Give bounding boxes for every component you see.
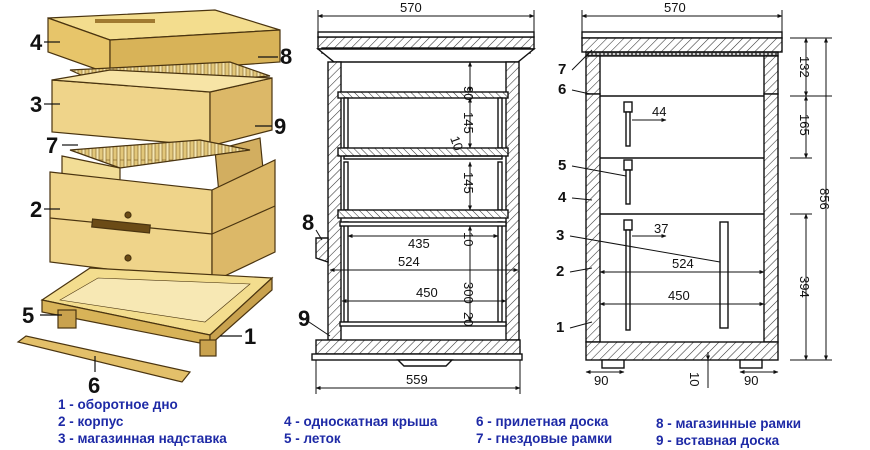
dim-section-524: 524 [398, 254, 420, 269]
side-label-7: 7 [558, 61, 566, 78]
legend-item-8: 8 - магазинные рамки [656, 416, 802, 431]
dim-section-559: 559 [406, 372, 428, 387]
dim-section-435: 435 [408, 236, 430, 251]
dim-section-145b: 145 [461, 172, 476, 194]
dim-section-20: 20 [461, 312, 476, 326]
dim-section-10b: 10 [461, 232, 476, 246]
dim-section-90: 90 [461, 86, 476, 100]
dim-section-450: 450 [416, 285, 438, 300]
hive-label-3: 3 [30, 92, 42, 117]
side-label-3: 3 [556, 227, 564, 244]
hive-label-9: 9 [274, 114, 286, 139]
side-label-4: 4 [558, 189, 567, 206]
legend-item-3: 3 - магазинная надставка [58, 431, 227, 446]
body-side [211, 159, 276, 283]
dim-section-300: 300 [461, 282, 476, 304]
dim-side-10: 10 [687, 372, 702, 386]
legend-col-3: 6 - прилетная доска 7 - гнездовые рамки [476, 413, 612, 447]
dim-side-90a: 90 [594, 373, 608, 388]
legend-col-2: 4 - односкатная крыша 5 - леток [284, 413, 437, 447]
section-label-9: 9 [298, 306, 310, 331]
roof-side [109, 29, 281, 75]
side-label-1: 1 [556, 319, 564, 336]
legend-item-9: 9 - вставная доска [656, 433, 780, 448]
entrance [91, 218, 151, 234]
dim-section-145a: 145 [461, 112, 476, 134]
legend-item-7: 7 - гнездовые рамки [476, 431, 613, 446]
dim-side-165: 165 [797, 114, 812, 136]
dim-side-132: 132 [797, 56, 812, 78]
hive-label-2: 2 [30, 197, 42, 222]
dim-side-37: 37 [654, 221, 668, 236]
hive-label-6: 6 [88, 373, 100, 398]
side-label-5: 5 [558, 157, 566, 174]
legend-item-4: 4 - односкатная крыша [284, 414, 438, 429]
dim-side-90b: 90 [744, 373, 758, 388]
hive-label-7: 7 [46, 133, 58, 158]
section-dimension-lines [299, 10, 535, 394]
dim-side-394: 394 [797, 276, 812, 298]
side-drawing [581, 31, 783, 369]
hive-label-5: 5 [22, 303, 34, 328]
side-dimension-lines [569, 10, 832, 388]
dim-side-856: 856 [817, 188, 832, 210]
legend-col-4: 8 - магазинные рамки 9 - вставная доска [656, 415, 801, 449]
section-label-8: 8 [302, 210, 314, 235]
section-drawing [311, 31, 536, 367]
legend-item-1: 1 - оборотное дно [58, 397, 178, 412]
dim-section-10a: 10 [447, 134, 466, 153]
dim-section-width: 570 [400, 0, 422, 15]
hive-callouts [40, 41, 278, 372]
legend-item-2: 2 - корпус [58, 414, 124, 429]
dim-side-450: 450 [668, 288, 690, 303]
legend-col-1: 1 - оборотное дно 2 - корпус 3 - магазин… [58, 396, 227, 447]
dim-side-44: 44 [652, 104, 666, 119]
hive-illustration [16, 9, 281, 383]
dim-side-524: 524 [672, 256, 694, 271]
legend-item-6: 6 - прилетная доска [476, 414, 609, 429]
dim-side-width: 570 [664, 0, 686, 15]
side-label-2: 2 [556, 263, 564, 280]
side-label-6: 6 [558, 81, 566, 98]
hive-label-8: 8 [280, 44, 292, 69]
landing-board [16, 335, 192, 383]
brood-frames [69, 139, 251, 169]
legend-item-5: 5 - леток [284, 431, 341, 446]
hive-label-1: 1 [244, 324, 256, 349]
hive-label-4: 4 [30, 30, 43, 55]
